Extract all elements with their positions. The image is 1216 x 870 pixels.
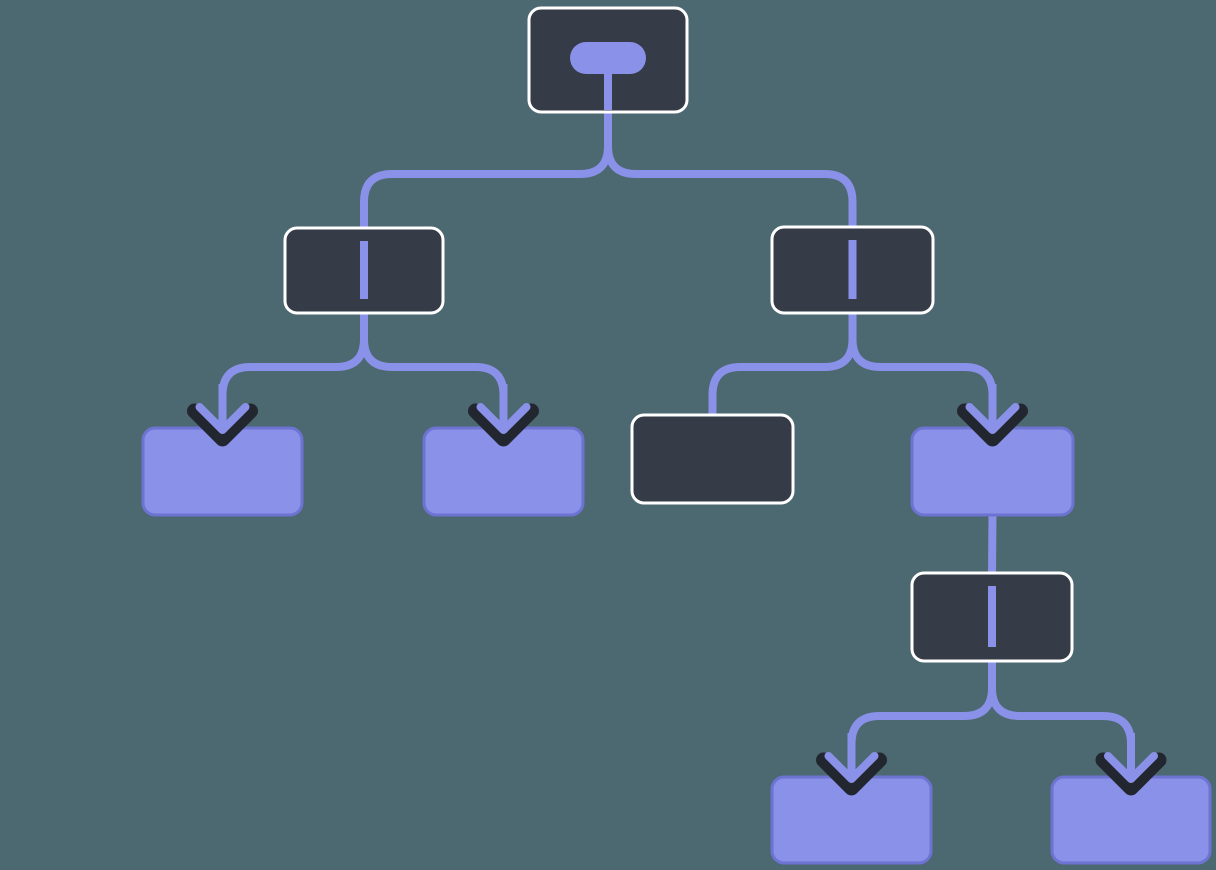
arrows-layer xyxy=(187,384,1167,796)
edge-connector xyxy=(988,659,1135,779)
pass-through-line xyxy=(988,586,996,647)
arrow-down-icon xyxy=(468,384,539,447)
arrow-down-icon xyxy=(957,384,1028,447)
arrow-down-icon xyxy=(1095,733,1167,796)
arrow-down-icon xyxy=(187,384,258,447)
node-body xyxy=(630,413,795,505)
dark-leaf-node[interactable] xyxy=(630,413,795,505)
edge-connector xyxy=(604,110,857,229)
pill-stem xyxy=(604,70,612,110)
root-node[interactable] xyxy=(527,6,689,114)
edge-connector xyxy=(988,512,997,576)
branch-node-right[interactable] xyxy=(770,225,935,315)
pill-indicator xyxy=(570,42,646,74)
arrow-down-icon xyxy=(816,733,887,796)
branch-node-bottom[interactable] xyxy=(910,571,1074,663)
pass-through-line xyxy=(848,240,857,299)
pass-through-line xyxy=(360,241,368,299)
edges-layer xyxy=(218,110,1135,779)
nodes-layer xyxy=(141,6,1212,865)
branch-node-left[interactable] xyxy=(283,226,445,315)
edge-connector xyxy=(848,311,997,430)
edge-connector xyxy=(360,311,508,430)
